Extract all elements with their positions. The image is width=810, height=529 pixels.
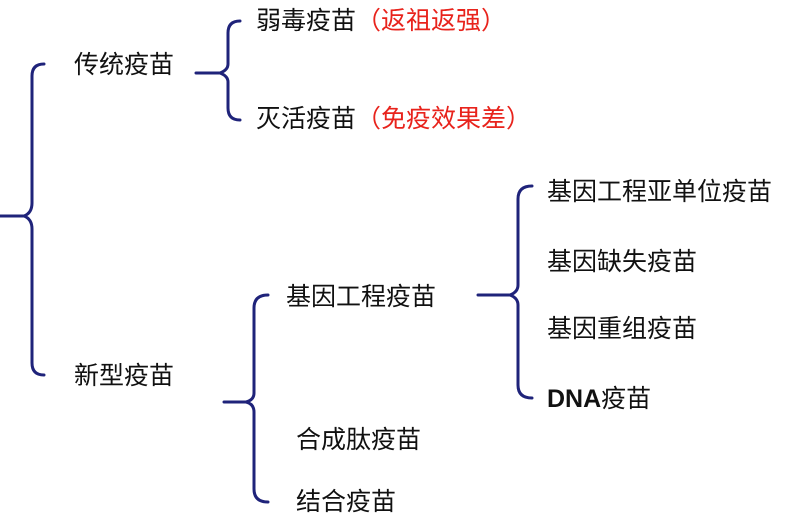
root-bracket xyxy=(22,62,46,377)
traditional-vaccine-label: 传统疫苗 xyxy=(74,50,175,79)
subunit-vaccine-label: 基因工程亚单位疫苗 xyxy=(547,177,773,206)
new-vaccine-label: 新型疫苗 xyxy=(74,361,175,390)
genetic-engineering-bracket xyxy=(508,184,534,400)
gene-deleted-vaccine-label: 基因缺失疫苗 xyxy=(547,247,698,276)
genetic-engineering-vaccine-label: 基因工程疫苗 xyxy=(286,282,437,311)
traditional-bracket xyxy=(218,19,242,122)
attenuated-vaccine-label: 弱毒疫苗（返祖返强） xyxy=(256,6,507,35)
recombinant-vaccine-label: 基因重组疫苗 xyxy=(547,314,698,343)
inactivated-note: （免疫效果差） xyxy=(356,104,532,133)
new-type-bracket xyxy=(244,293,270,504)
synthetic-peptide-vaccine-label: 合成肽疫苗 xyxy=(296,425,422,454)
dna-vaccine-label: DNA疫苗 xyxy=(547,384,652,413)
inactivated-vaccine-label: 灭活疫苗（免疫效果差） xyxy=(256,104,532,133)
conjugate-vaccine-label: 结合疫苗 xyxy=(296,487,397,516)
attenuated-note: （返祖返强） xyxy=(356,6,507,35)
